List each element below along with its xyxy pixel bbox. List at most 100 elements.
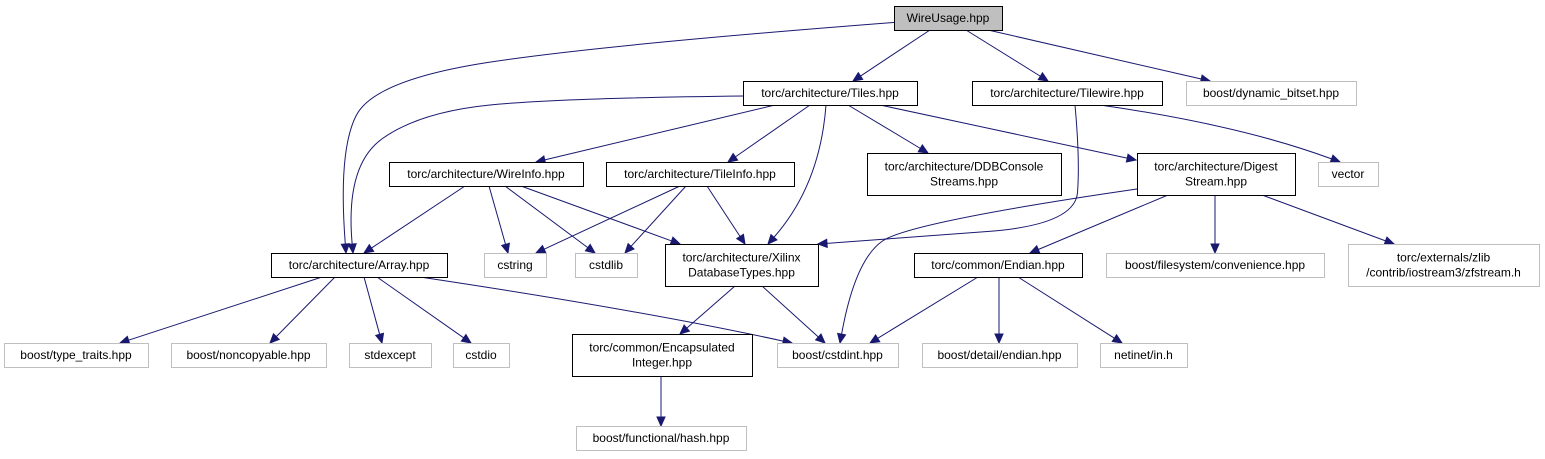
node-cstdlib: cstdlib (575, 253, 638, 278)
node-label: boost/filesystem/convenience.hpp (1125, 258, 1305, 272)
node-label: torc/common/Encapsulated (589, 341, 734, 355)
edge-xilinx-to-encint (679, 285, 736, 335)
arrowhead-icon (624, 242, 635, 254)
node-noncopyable: boost/noncopyable.hpp (171, 343, 327, 368)
node-cstdio: cstdio (453, 343, 510, 368)
node-detailendian: boost/detail/endian.hpp (922, 343, 1078, 368)
node-box (572, 334, 753, 377)
arrowhead-icon (1383, 236, 1396, 246)
edge-endian-to-cstdint (868, 276, 979, 344)
arrowhead-icon (669, 236, 682, 246)
node-label: netinet/in.h (1114, 348, 1173, 362)
edge-line (686, 285, 736, 329)
node-xilinx[interactable]: torc/architecture/XilinxDatabaseTypes.hp… (665, 244, 819, 287)
arrowhead-icon (836, 332, 847, 345)
node-label: torc/architecture/Tilewire.hpp (990, 86, 1144, 100)
edge-array-to-cstdio (376, 276, 473, 344)
node-cstdint: boost/cstdint.hpp (777, 343, 899, 368)
arrowhead-icon (1111, 333, 1124, 344)
node-box (867, 153, 1062, 196)
edge-encint-to-hash (656, 376, 666, 428)
arrowhead-icon (1329, 154, 1342, 164)
arrowhead-icon (851, 71, 864, 82)
node-cstring: cstring (484, 253, 547, 278)
edge-wireusage-to-array (340, 21, 901, 255)
edge-tiles-to-array (347, 95, 746, 255)
arrowhead-icon (269, 332, 281, 344)
arrowhead-icon (814, 333, 826, 344)
edge-line (520, 185, 672, 242)
node-label: torc/architecture/WireInfo.hpp (407, 167, 565, 181)
edge-endian-to-detailendian (994, 277, 1004, 345)
edge-tileinfo-to-cstdlib (624, 185, 687, 254)
edge-line (488, 185, 507, 245)
node-tiles[interactable]: torc/architecture/Tiles.hpp (743, 81, 918, 106)
arrowhead-icon (1037, 71, 1050, 82)
edge-line (342, 21, 901, 245)
node-array[interactable]: torc/architecture/Array.hpp (271, 253, 448, 278)
node-netinet: netinet/in.h (1100, 343, 1188, 368)
edge-wireinfo-to-cstdlib (504, 185, 596, 254)
arrowhead-icon (118, 335, 131, 345)
edge-line (773, 104, 827, 238)
edge-layer (118, 21, 1396, 428)
edge-tilewire-to-xilinx (816, 104, 1079, 249)
arrowhead-icon (656, 416, 666, 428)
arrowhead-icon (1125, 153, 1138, 163)
node-box (606, 162, 795, 187)
edge-line (363, 276, 381, 335)
edge-tileinfo-to-xilinx (706, 185, 746, 246)
node-label: torc/architecture/Array.hpp (289, 258, 430, 272)
arrowhead-icon (868, 333, 881, 344)
node-box (576, 426, 747, 451)
node-label: cstdio (465, 348, 497, 362)
edge-line (128, 276, 323, 341)
node-endian[interactable]: torc/common/Endian.hpp (914, 253, 1083, 278)
edge-line (544, 104, 776, 161)
node-label: torc/architecture/Tiles.hpp (761, 86, 899, 100)
arrowhead-icon (374, 332, 385, 345)
node-wireinfo[interactable]: torc/architecture/WireInfo.hpp (389, 162, 584, 187)
edge-line (350, 95, 746, 245)
arrowhead-icon (726, 152, 739, 163)
edge-array-to-noncopyable (269, 276, 336, 344)
node-label: Streams.hpp (930, 175, 998, 189)
node-label: torc/architecture/TileInfo.hpp (624, 167, 776, 181)
node-label: torc/architecture/Xilinx (682, 251, 800, 265)
edge-line (1261, 194, 1386, 242)
node-label: boost/detail/endian.hpp (937, 348, 1061, 362)
edge-line (841, 188, 1138, 335)
arrowhead-icon (816, 238, 828, 249)
arrowhead-icon (584, 243, 596, 254)
arrowhead-icon (362, 243, 375, 254)
node-tilewire[interactable]: torc/architecture/Tilewire.hpp (972, 81, 1163, 106)
node-box (271, 253, 448, 278)
node-dynbitset: boost/dynamic_bitset.hpp (1186, 81, 1357, 106)
edge-digest-to-cstdint (836, 188, 1138, 345)
edge-line (630, 185, 687, 247)
edge-tileinfo-to-cstring (534, 185, 681, 254)
edge-digest-to-zlib (1261, 194, 1396, 246)
arrowhead-icon (767, 233, 778, 245)
node-hash: boost/functional/hash.hpp (576, 426, 747, 451)
arrowhead-icon (917, 144, 930, 154)
arrowhead-icon (1210, 243, 1220, 255)
edge-line (847, 104, 921, 149)
node-wireusage[interactable]: WireUsage.hpp (894, 6, 1003, 31)
edge-line (761, 285, 819, 338)
node-label: boost/type_traits.hpp (20, 348, 132, 362)
node-tileinfo[interactable]: torc/architecture/TileInfo.hpp (606, 162, 795, 187)
arrowhead-icon (534, 244, 547, 254)
edge-line (735, 104, 811, 158)
edge-wireinfo-to-cstring (488, 185, 510, 255)
edge-line (879, 104, 1128, 159)
edge-line (371, 185, 466, 249)
edge-line (826, 104, 1079, 244)
arrowhead-icon (340, 243, 351, 255)
arrowhead-icon (460, 333, 473, 344)
arrowhead-icon (994, 333, 1004, 345)
